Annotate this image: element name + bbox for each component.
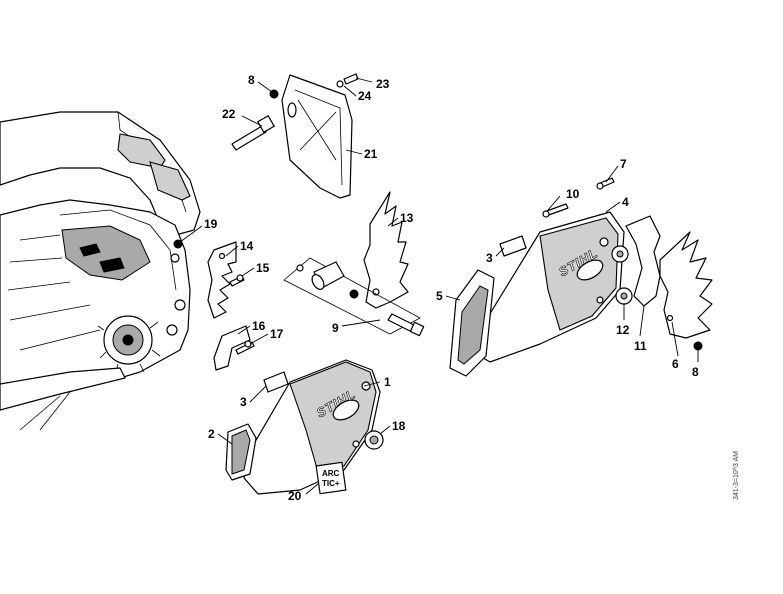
part-14-spike-plate [207,241,237,319]
callout-3-right: 3 [486,251,493,265]
part-1-sprocket-cover: STIHL [243,359,381,495]
callout-5: 5 [436,289,443,303]
callout-13: 13 [400,211,414,225]
callout-15: 15 [256,261,270,275]
callout-18: 18 [392,419,406,433]
callout-21: 21 [364,147,378,161]
callout-4: 4 [622,195,629,209]
part-7-screw [596,177,615,190]
callout-19: 19 [204,217,218,231]
part-18-nut [364,430,384,450]
callout-2: 2 [208,427,215,441]
part-15-screw [229,274,245,287]
part-13-bumper-spike [363,191,409,309]
leader-lines [179,77,699,495]
callout-6: 6 [672,357,679,371]
part-21-deflector-plate [281,74,353,199]
callout-11: 11 [634,339,647,353]
part-11-plate [625,215,661,307]
chainsaw-body [0,111,201,431]
part-8-nut-right [693,341,703,351]
callout-16: 16 [252,319,266,333]
callout-20: 20 [288,489,302,503]
part-10-screw [542,203,569,218]
callout-23: 23 [376,77,390,91]
callout-12: 12 [616,323,630,337]
part-9-kit [283,257,425,337]
part-2-scraper [225,423,257,481]
callout-3-left: 3 [240,395,247,409]
callout-7: 7 [620,157,627,171]
part-6-spike-plate [659,231,713,339]
callout-17: 17 [270,327,284,341]
callout-9: 9 [332,321,339,335]
callout-14: 14 [240,239,254,253]
callout-10: 10 [566,187,580,201]
part-17-screw [235,340,255,355]
callout-8-right: 8 [692,365,699,379]
top-fasteners [269,73,359,99]
badge-line2: TIC+ [322,479,340,488]
part-22-bolt [231,115,275,151]
callout-1: 1 [384,375,391,389]
callout-22: 22 [222,107,236,121]
document-id: 341-3=10^3 AM [733,451,740,500]
part-20-label: ARC TIC+ [315,461,347,495]
badge-line1: ARC [322,469,340,478]
part-5-scraper [449,269,495,377]
callout-8-top: 8 [248,73,255,87]
callouts: 8 23 24 22 21 13 19 14 15 16 17 9 1 3 2 … [204,73,699,503]
callout-24: 24 [358,89,372,103]
